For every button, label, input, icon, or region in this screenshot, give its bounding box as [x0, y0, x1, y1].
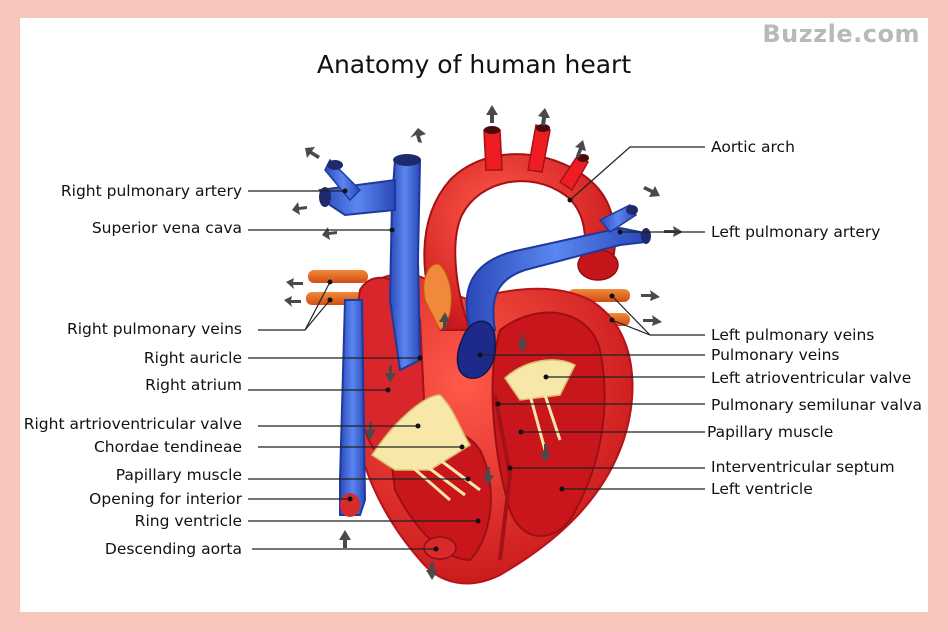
label-left-av-valve: Left atrioventricular valve [711, 369, 912, 387]
superior-vena-cava-shape [388, 159, 422, 372]
diagram-title: Anatomy of human heart [316, 50, 632, 79]
leader-lines [248, 146, 705, 550]
pulmonary-valve-shape [456, 320, 496, 379]
label-pulmonary-veins: Pulmonary veins [711, 346, 840, 364]
label-pulmonary-semilunar-valva: Pulmonary semilunar valva [711, 396, 922, 414]
label-right-pulmonary-artery: Right pulmonary artery [60, 182, 242, 200]
label-descending-aorta: Descending aorta [104, 540, 242, 558]
label-left-pulmonary-artery: Left pulmonary artery [711, 223, 881, 241]
aortic-branches-shape [483, 123, 589, 192]
label-opening-for-interior: Opening for interior [89, 490, 242, 508]
inferior-vena-cava-shape [339, 299, 367, 516]
label-interventricular-septum: Interventricular septum [711, 458, 895, 476]
septum-shape [493, 394, 513, 561]
label-right-atrium: Right atrium [145, 376, 242, 394]
label-papillary-muscle-right: Papillary muscle [707, 423, 834, 441]
right-pulmonary-artery-shape [318, 178, 396, 217]
label-left-ventricle: Left ventricle [711, 480, 813, 498]
label-right-av-valve: Right artrioventricular valve [23, 415, 242, 433]
label-left-pulmonary-veins: Left pulmonary veins [711, 326, 875, 344]
descending-aorta-shape [423, 536, 457, 560]
leader-dots [327, 188, 623, 552]
label-ring-ventricle: Ring ventricle [134, 512, 242, 530]
label-right-auricle: Right auricle [143, 349, 242, 367]
label-papillary-muscle-left: Papillary muscle [115, 466, 242, 484]
right-av-valve-shape [370, 394, 472, 471]
watermark: Buzzle.com [762, 20, 920, 48]
label-chordae-tendineae: Chordae tendineae [93, 438, 242, 456]
label-superior-vena-cava: Superior vena cava [91, 219, 242, 237]
label-aortic-arch: Aortic arch [711, 138, 795, 156]
pulmonary-branch-shape [324, 158, 362, 202]
label-right-pulmonary-veins: Right pulmonary veins [66, 320, 242, 338]
left-av-valve-shape [504, 359, 577, 401]
